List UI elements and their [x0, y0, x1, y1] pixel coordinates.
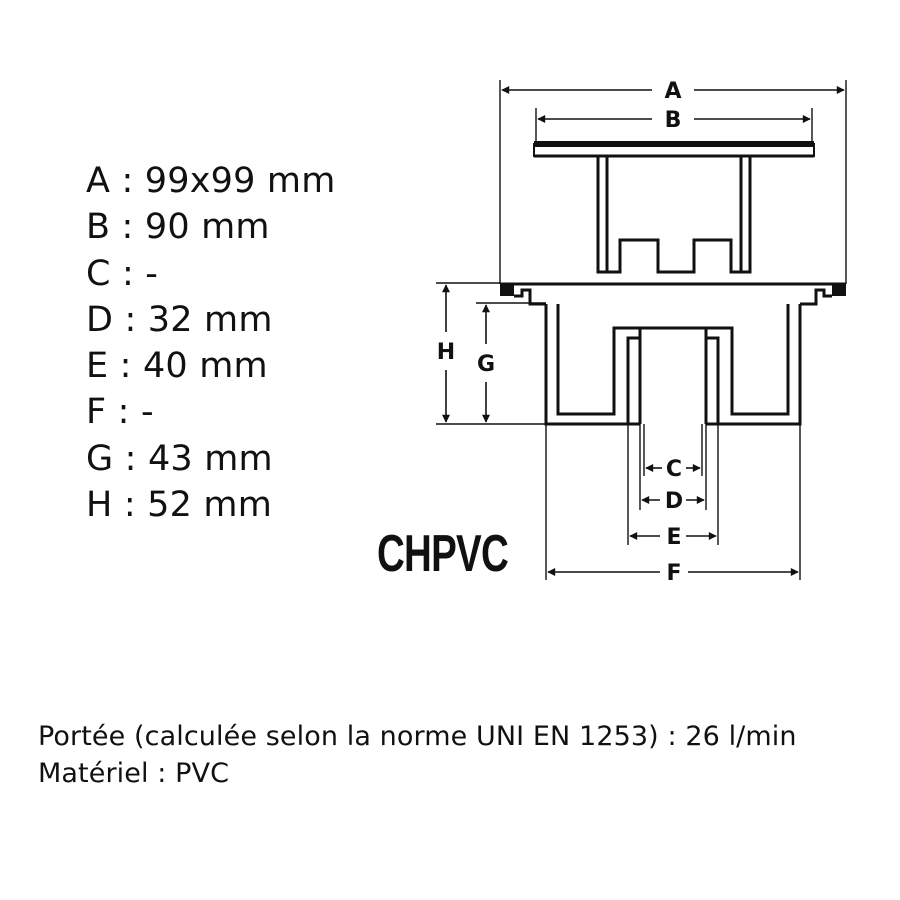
- label-e: E: [666, 525, 681, 550]
- body-outer-left: [544, 304, 640, 426]
- grate-left-wall: [596, 156, 609, 274]
- dimension-labels: A B H G C D E F: [437, 79, 683, 586]
- label-f: F: [666, 561, 681, 586]
- body-inner-right: [706, 304, 790, 416]
- dimension-lines: [442, 86, 845, 576]
- label-c: C: [666, 457, 682, 482]
- dimension-a: A : 99x99 mm: [86, 161, 336, 201]
- dimension-b: B : 90 mm: [86, 207, 270, 248]
- body-outer-right: [706, 304, 802, 426]
- dimension-e: E : 40 mm: [86, 346, 268, 387]
- flange-left-step: [514, 288, 546, 306]
- dimension-g: G : 43 mm: [86, 438, 273, 479]
- dimension-list: A : 99x99 mm B : 90 mm C : - D : 32 mm E…: [86, 158, 336, 528]
- flange-right-step: [800, 288, 832, 306]
- grate-part: [533, 141, 815, 274]
- product-notes: Portée (calculée selon la norme UNI EN 1…: [38, 718, 797, 792]
- label-a: A: [664, 79, 681, 104]
- flange-right-lip: [832, 284, 846, 296]
- body-inner-left: [556, 304, 640, 416]
- label-g: G: [477, 352, 495, 377]
- drain-body: [500, 282, 846, 426]
- dimension-h: H : 52 mm: [86, 485, 273, 526]
- dimension-f: F : -: [86, 392, 154, 433]
- grate-teeth: [607, 238, 741, 274]
- dimension-c: C : -: [86, 253, 159, 294]
- label-b: B: [665, 108, 682, 133]
- label-h: H: [437, 340, 455, 365]
- capacity-note: Portée (calculée selon la norme UNI EN 1…: [38, 721, 797, 752]
- label-d: D: [665, 489, 683, 514]
- material-note: Matériel : PVC: [38, 758, 230, 789]
- dimension-d: D : 32 mm: [86, 299, 273, 340]
- brand-logo: CHPVC: [377, 525, 509, 583]
- extension-lines: [436, 80, 847, 580]
- grate-right-wall: [739, 156, 752, 274]
- flange-left-lip: [500, 284, 514, 296]
